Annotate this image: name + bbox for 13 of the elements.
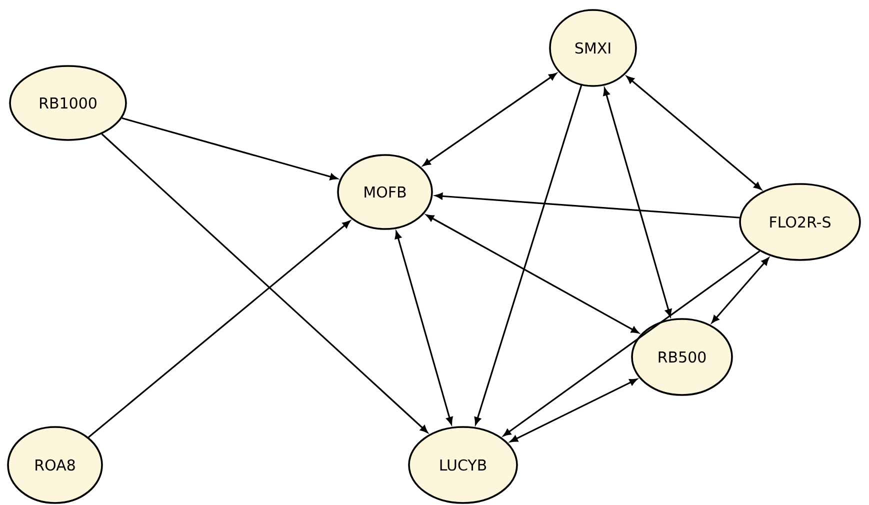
arrow: [626, 76, 762, 190]
arrow: [394, 231, 453, 425]
arrow: [426, 214, 639, 334]
arrow: [122, 117, 338, 180]
arrow: [510, 378, 638, 442]
arrow: [474, 85, 582, 425]
arrow: [603, 88, 672, 317]
arrow: [101, 133, 428, 433]
arrow: [503, 250, 760, 436]
arrow: [88, 220, 350, 438]
arrow: [422, 72, 557, 166]
arrow: [712, 258, 770, 324]
arrow: [435, 192, 740, 218]
